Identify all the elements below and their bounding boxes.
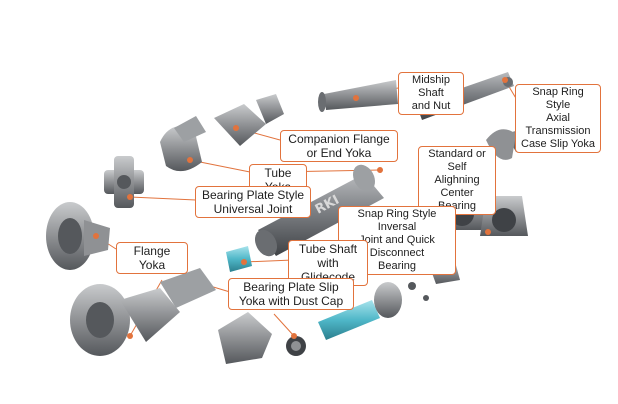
label-midship-shaft: Midship Shaft and Nut: [398, 72, 464, 115]
companion-flange-parts: [160, 94, 284, 172]
slip-yoke-dust-cap-parts: [218, 312, 306, 364]
label-center-bearing: Standard or Self Alighning Center Bearin…: [418, 146, 496, 215]
label-companion-flange: Companion Flange or End Yoka: [280, 130, 398, 162]
label-flange-yoka: Flange Yoka: [116, 242, 188, 274]
flange-yoke-disk: [46, 202, 110, 270]
label-bearing-plate-universal: Bearing Plate Style Universal Joint: [195, 186, 311, 218]
universal-joint-left: [104, 156, 144, 208]
label-snap-ring-slip-yoka: Snap Ring Style Axial Transmission Case …: [515, 84, 601, 153]
lower-yoke-assembly: [70, 268, 216, 356]
splined-shafts: [226, 246, 402, 340]
label-slip-yoka-dust-cap: Bearing Plate Slip Yoka with Dust Cap: [228, 278, 354, 310]
